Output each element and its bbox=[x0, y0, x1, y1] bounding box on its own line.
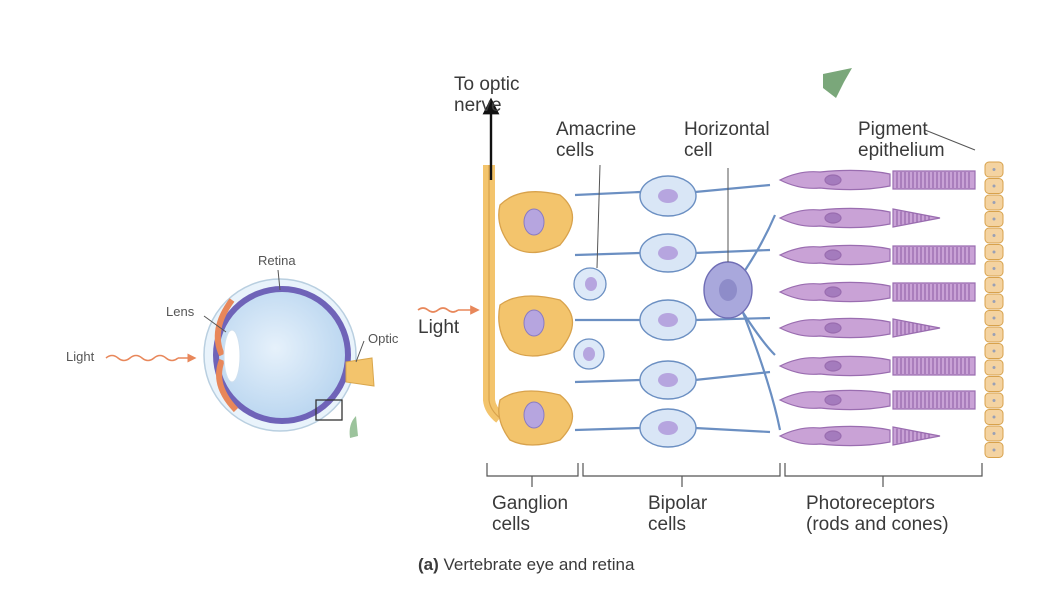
pigment-nucleus-5 bbox=[992, 234, 996, 237]
pigment-nucleus-3 bbox=[992, 201, 996, 204]
pigment-epithelium bbox=[984, 161, 1004, 458]
retina-light-wave bbox=[417, 307, 459, 313]
bipolar-nuclei bbox=[658, 189, 678, 435]
eye-light-wave bbox=[105, 354, 179, 362]
label-ganglion-cells: Ganglion cells bbox=[492, 493, 569, 535]
bracket-photoreceptors bbox=[784, 463, 983, 477]
optic-fiber-outline bbox=[488, 165, 501, 419]
cone-cell-8 bbox=[778, 425, 941, 447]
eye-ciliary-bottom bbox=[216, 358, 239, 413]
caption-letter: (a) bbox=[418, 555, 439, 574]
pigment-nucleus-13 bbox=[992, 366, 996, 369]
label-amacrine-cells: Amacrine cells bbox=[556, 119, 637, 161]
pigment-pointer bbox=[924, 129, 976, 151]
layer-brackets bbox=[486, 463, 983, 487]
amacrine-pointer bbox=[596, 164, 601, 269]
cone-cell-5 bbox=[778, 317, 941, 339]
figure-caption: (a) Vertebrate eye and retina bbox=[418, 555, 635, 574]
pigment-nucleus-12 bbox=[992, 349, 996, 353]
caption-text: Vertebrate eye and retina bbox=[443, 555, 635, 574]
label-bipolar-cells: Bipolar cells bbox=[648, 493, 708, 535]
label-eye-light: Light bbox=[66, 349, 95, 364]
label-optic: Optic bbox=[368, 331, 399, 346]
retina-detail bbox=[417, 68, 1004, 487]
cone-cell-2 bbox=[778, 207, 941, 229]
label-pigment-epithelium: Pigment epithelium bbox=[858, 119, 945, 161]
ganglion-nuclei bbox=[523, 208, 545, 429]
horizontal-cell-nucleus bbox=[719, 279, 737, 301]
eye-ciliary-top bbox=[214, 298, 235, 357]
pigment-nucleus-17 bbox=[992, 432, 996, 435]
eye-illustration bbox=[105, 269, 375, 438]
rod-cell-4 bbox=[778, 281, 976, 303]
pigment-nucleus-1 bbox=[992, 168, 996, 171]
label-retina-light: Light bbox=[418, 317, 460, 338]
pigment-nucleus-6 bbox=[992, 250, 996, 254]
green-arrow-large bbox=[823, 68, 852, 98]
pigment-nucleus-2 bbox=[992, 184, 996, 188]
retina-zoom-box bbox=[315, 399, 343, 421]
rod-cell-7 bbox=[778, 389, 976, 411]
pigment-nucleus-7 bbox=[992, 267, 996, 270]
pigment-nucleus-8 bbox=[992, 283, 996, 287]
eye-retina-wall bbox=[213, 286, 351, 424]
pigment-nucleus-16 bbox=[992, 415, 996, 419]
pigment-nucleus-15 bbox=[992, 399, 996, 402]
label-lens: Lens bbox=[166, 304, 195, 319]
label-retina: Retina bbox=[258, 253, 296, 268]
retina-pointer bbox=[277, 269, 281, 291]
label-to-optic-nerve: To optic nerve bbox=[454, 74, 520, 116]
pigment-nucleus-10 bbox=[992, 316, 996, 320]
label-photoreceptors: Photoreceptors (rods and cones) bbox=[806, 493, 949, 535]
rod-cell-6 bbox=[778, 355, 976, 377]
pigment-nucleus-4 bbox=[992, 217, 996, 221]
pigment-nucleus-9 bbox=[992, 300, 996, 303]
bipolar-cells bbox=[639, 175, 697, 448]
optic-fiber-bundle bbox=[483, 165, 504, 423]
pigment-nucleus-18 bbox=[992, 448, 996, 452]
optic-pointer bbox=[355, 340, 365, 363]
optic-nerve-shape bbox=[345, 357, 375, 387]
pigment-nucleus-14 bbox=[992, 382, 996, 386]
photoreceptors bbox=[778, 169, 976, 447]
rod-cell-1 bbox=[778, 169, 976, 191]
bracket-bipolar bbox=[582, 463, 781, 477]
bracket-ganglion bbox=[486, 463, 579, 477]
label-horizontal-cell: Horizontal cell bbox=[684, 119, 770, 161]
lens-pointer bbox=[203, 315, 227, 333]
rod-cell-3 bbox=[778, 244, 976, 266]
amacrine-nuclei bbox=[583, 277, 597, 361]
pigment-nucleus-11 bbox=[992, 333, 996, 336]
lens-shape bbox=[223, 329, 241, 383]
green-arrow-small bbox=[349, 416, 358, 438]
